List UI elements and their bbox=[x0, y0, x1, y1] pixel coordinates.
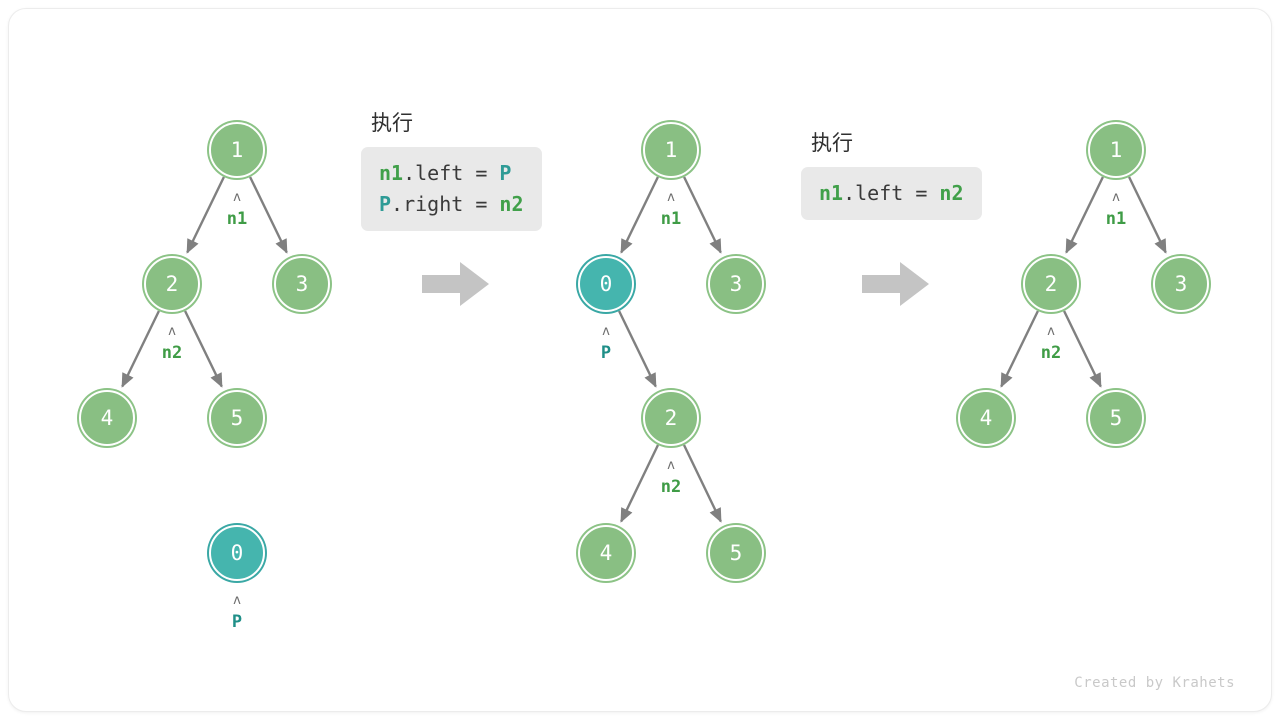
caret-icon: ʌ bbox=[233, 190, 241, 205]
tree-node-3[interactable]: 3 bbox=[708, 256, 764, 312]
tree-node-value: 2 bbox=[165, 272, 179, 296]
tree-edge bbox=[186, 176, 225, 254]
code-token: P bbox=[379, 192, 392, 216]
tree-node-value: 5 bbox=[729, 541, 743, 565]
code-token: .left = bbox=[403, 161, 500, 185]
tree-edge bbox=[1000, 310, 1039, 388]
tree-node-5[interactable]: 5 bbox=[1088, 390, 1144, 446]
caret-icon: ʌ bbox=[667, 458, 675, 473]
step-label-2: 执行 bbox=[811, 132, 853, 155]
pointer-label-n2: ʌ n2 bbox=[1041, 325, 1061, 362]
tree-node-5[interactable]: 5 bbox=[708, 525, 764, 581]
code-line: n1.left = P bbox=[379, 158, 524, 189]
tree-node-value: 2 bbox=[664, 406, 678, 430]
caret-icon: ʌ bbox=[667, 190, 675, 205]
transition-arrow-icon-2 bbox=[862, 260, 930, 313]
tree-node-4[interactable]: 4 bbox=[958, 390, 1014, 446]
tree-edge bbox=[1065, 176, 1104, 254]
tree-node-2[interactable]: 2 bbox=[643, 390, 699, 446]
step-label-1: 执行 bbox=[371, 112, 413, 135]
tree-node-value: 1 bbox=[230, 138, 244, 162]
tree-node-value: 4 bbox=[100, 406, 114, 430]
pointer-name: n1 bbox=[226, 209, 248, 229]
pointer-label-n2: ʌ n2 bbox=[162, 325, 182, 362]
tree-edge bbox=[121, 310, 160, 388]
tree-edge bbox=[1063, 310, 1102, 388]
code-token: n2 bbox=[499, 192, 524, 216]
tree-node-value: 5 bbox=[230, 406, 244, 430]
pointer-name: n1 bbox=[1105, 209, 1127, 229]
tree-node-2[interactable]: 2 bbox=[1023, 256, 1079, 312]
code-token: n1 bbox=[379, 161, 404, 185]
tree-node-3[interactable]: 3 bbox=[274, 256, 330, 312]
tree-node-1[interactable]: 1 bbox=[209, 122, 265, 178]
code-line: n1.left = n2 bbox=[819, 178, 964, 209]
tree-node-1[interactable]: 1 bbox=[643, 122, 699, 178]
tree-node-value: 4 bbox=[599, 541, 613, 565]
tree-node-4[interactable]: 4 bbox=[578, 525, 634, 581]
tree-edge bbox=[682, 444, 722, 523]
tree-node-2[interactable]: 2 bbox=[144, 256, 200, 312]
tree-edge bbox=[1128, 176, 1167, 254]
tree-node-value: 2 bbox=[1044, 272, 1058, 296]
tree-edges-layer bbox=[121, 176, 1167, 523]
tree-node-value: 3 bbox=[1174, 272, 1188, 296]
pointer-name: n2 bbox=[660, 477, 682, 497]
pointer-label-n2: ʌ n2 bbox=[661, 459, 681, 496]
tree-edge bbox=[683, 176, 722, 254]
pointer-name: P bbox=[600, 343, 612, 363]
code-box-2: n1.left = n2 bbox=[801, 167, 982, 220]
tree-edge bbox=[618, 310, 657, 388]
caret-icon: ʌ bbox=[168, 324, 176, 339]
tree-node-0[interactable]: 0 bbox=[578, 256, 634, 312]
code-token: n1 bbox=[819, 181, 844, 205]
code-token: P bbox=[499, 161, 512, 185]
watermark: Created by Krahets bbox=[1074, 675, 1235, 691]
caret-icon: ʌ bbox=[1047, 324, 1055, 339]
tree-edge bbox=[620, 176, 659, 254]
code-token: n2 bbox=[939, 181, 964, 205]
tree-node-value: 0 bbox=[230, 541, 244, 565]
tree-node-value: 3 bbox=[729, 272, 743, 296]
tree-edge bbox=[620, 444, 660, 523]
tree-node-5[interactable]: 5 bbox=[209, 390, 265, 446]
caret-icon: ʌ bbox=[1112, 190, 1120, 205]
caret-icon: ʌ bbox=[602, 324, 610, 339]
pointer-label-n1: ʌ n1 bbox=[661, 191, 681, 228]
tree-node-value: 4 bbox=[979, 406, 993, 430]
tree-node-value: 0 bbox=[599, 272, 613, 296]
tree-node-0[interactable]: 0 bbox=[209, 525, 265, 581]
tree-node-3[interactable]: 3 bbox=[1153, 256, 1209, 312]
tree-edge bbox=[249, 176, 288, 254]
pointer-name: n1 bbox=[660, 209, 682, 229]
tree-node-value: 3 bbox=[295, 272, 309, 296]
tree-node-4[interactable]: 4 bbox=[79, 390, 135, 446]
tree-node-value: 5 bbox=[1109, 406, 1123, 430]
pointer-name: P bbox=[231, 612, 243, 632]
pointer-name: n2 bbox=[1040, 343, 1062, 363]
tree-node-1[interactable]: 1 bbox=[1088, 122, 1144, 178]
pointer-label-n1: ʌ n1 bbox=[227, 191, 247, 228]
tree-node-value: 1 bbox=[1109, 138, 1123, 162]
code-token: .right = bbox=[391, 192, 500, 216]
code-line: P.right = n2 bbox=[379, 189, 524, 220]
pointer-name: n2 bbox=[161, 343, 183, 363]
tree-node-value: 1 bbox=[664, 138, 678, 162]
tree-edge bbox=[184, 310, 223, 388]
transition-arrow-icon-1 bbox=[422, 260, 490, 313]
code-token: .left = bbox=[843, 181, 940, 205]
caret-icon: ʌ bbox=[233, 593, 241, 608]
pointer-label-n1: ʌ n1 bbox=[1106, 191, 1126, 228]
